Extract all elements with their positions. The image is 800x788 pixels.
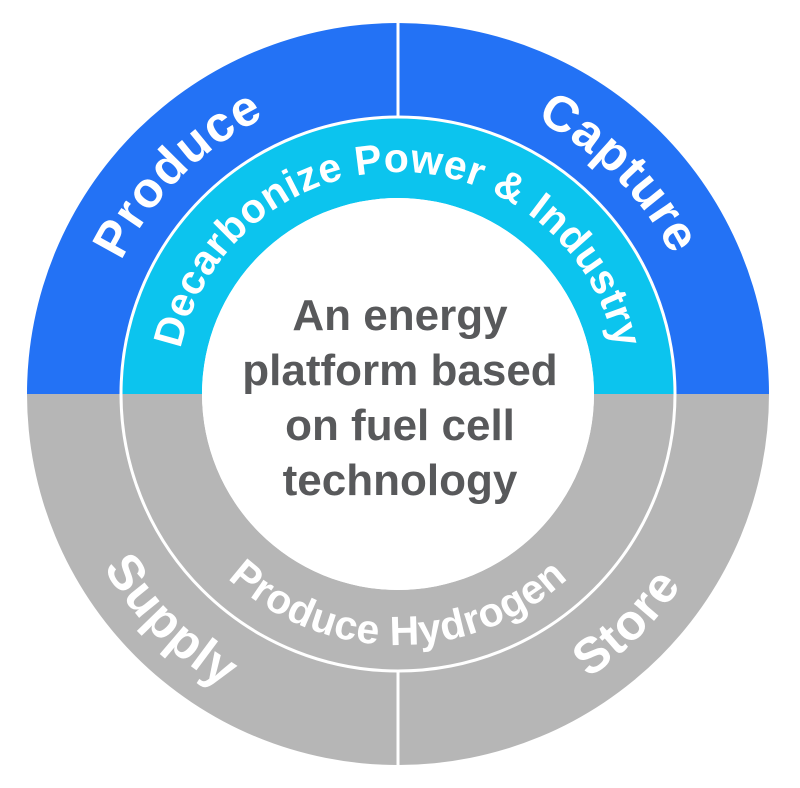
center-circle	[202, 198, 594, 590]
center-text-line-4: technology	[283, 456, 518, 505]
outer-ring-segment-produce	[27, 23, 398, 394]
outer-ring-segment-store	[398, 394, 769, 765]
outer-ring-segment-capture	[398, 23, 769, 394]
center-text-line-3: on fuel cell	[285, 401, 515, 450]
inner-ring-segment-decarbonize	[121, 117, 675, 394]
outer-ring-segment-supply	[27, 394, 398, 765]
segment-divider-top	[396, 22, 400, 118]
inner-ring-segment-produce-hydrogen	[121, 394, 675, 671]
center-text-line-1: An energy	[292, 291, 508, 340]
center-text-line-2: platform based	[242, 346, 557, 395]
segment-divider-bottom	[396, 670, 400, 766]
